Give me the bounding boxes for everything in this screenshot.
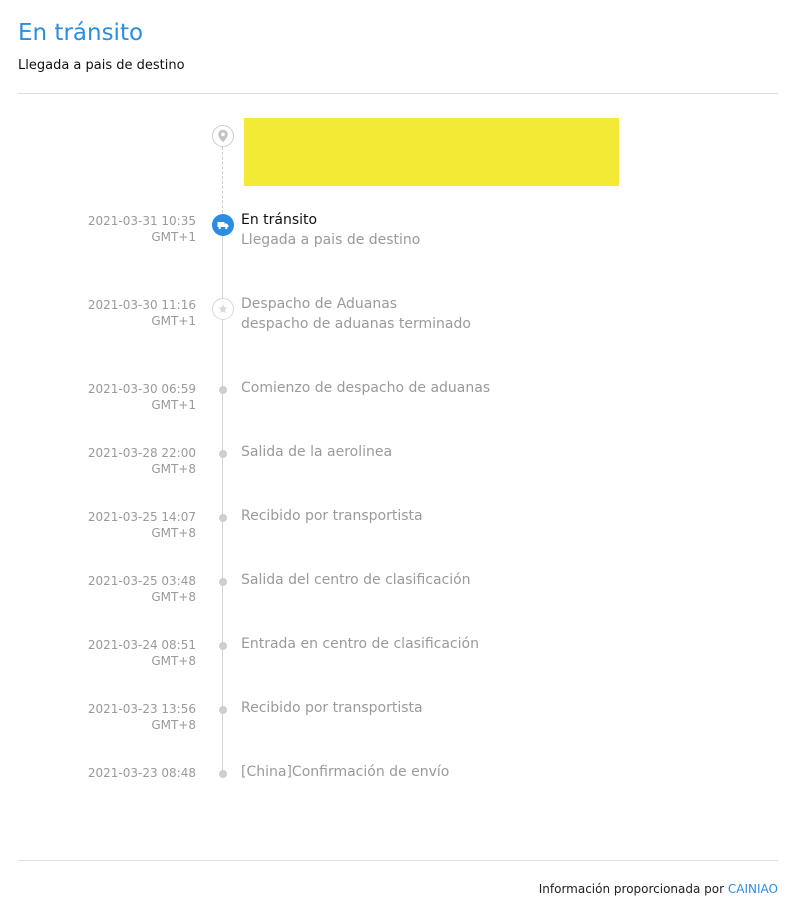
event-title: Entrada en centro de clasificación bbox=[241, 636, 479, 652]
page-subtitle: Llegada a pais de destino bbox=[18, 58, 185, 73]
event-timezone: GMT+8 bbox=[151, 590, 196, 604]
event-date: 2021-03-30 11:16 bbox=[87, 298, 196, 312]
timeline-dot bbox=[219, 642, 227, 650]
event-title: Recibido por transportista bbox=[241, 508, 423, 524]
location-pin-icon bbox=[212, 125, 234, 147]
event-date: 2021-03-28 22:00 bbox=[87, 446, 196, 460]
timeline-dot bbox=[219, 450, 227, 458]
event-title: Salida de la aerolinea bbox=[241, 444, 393, 460]
destination-address-redacted bbox=[244, 118, 619, 186]
event-detail: Llegada a pais de destino bbox=[241, 232, 421, 248]
event-detail: despacho de aduanas terminado bbox=[241, 316, 471, 332]
event-title: En tránsito bbox=[241, 212, 318, 228]
truck-icon bbox=[212, 214, 234, 236]
timeline-dot bbox=[219, 514, 227, 522]
event-date: 2021-03-23 13:56 bbox=[87, 702, 196, 716]
event-date: 2021-03-31 10:35 bbox=[87, 214, 196, 228]
event-date: 2021-03-23 08:48 bbox=[87, 766, 196, 780]
event-timezone: GMT+1 bbox=[151, 398, 196, 412]
event-title: Comienzo de despacho de aduanas bbox=[241, 380, 491, 396]
event-date: 2021-03-25 03:48 bbox=[87, 574, 196, 588]
timeline-dot bbox=[219, 706, 227, 714]
provider-link[interactable]: CAINIAO bbox=[727, 882, 778, 896]
divider-bottom bbox=[18, 860, 778, 861]
event-time: 2021-03-23 08:48 bbox=[88, 765, 196, 781]
event-date: 2021-03-30 06:59 bbox=[87, 382, 196, 396]
timeline-line bbox=[222, 226, 223, 774]
event-date: 2021-03-24 08:51 bbox=[87, 638, 196, 652]
destination-connector bbox=[222, 147, 223, 213]
page-title: En tránsito bbox=[18, 20, 144, 46]
event-title: Despacho de Aduanas bbox=[241, 296, 398, 312]
timeline-dot bbox=[219, 770, 227, 778]
customs-icon bbox=[212, 298, 234, 320]
event-title: Salida del centro de clasificación bbox=[241, 572, 471, 588]
event-title: [China]Confirmación de envío bbox=[241, 764, 450, 780]
event-timezone: GMT+8 bbox=[151, 462, 196, 476]
footer-prefix: Información proporcionada por bbox=[538, 882, 725, 896]
event-timezone: GMT+8 bbox=[151, 718, 196, 732]
event-timezone: GMT+8 bbox=[151, 654, 196, 668]
divider-top bbox=[18, 93, 778, 94]
timeline-dot bbox=[219, 578, 227, 586]
event-date: 2021-03-25 14:07 bbox=[87, 510, 196, 524]
timeline-dot bbox=[219, 386, 227, 394]
event-timezone: GMT+1 bbox=[151, 314, 196, 328]
event-timezone: GMT+8 bbox=[151, 526, 196, 540]
event-timezone: GMT+1 bbox=[151, 230, 196, 244]
event-title: Recibido por transportista bbox=[241, 700, 423, 716]
footer-attribution: Información proporcionada por CAINIAO bbox=[539, 881, 778, 897]
